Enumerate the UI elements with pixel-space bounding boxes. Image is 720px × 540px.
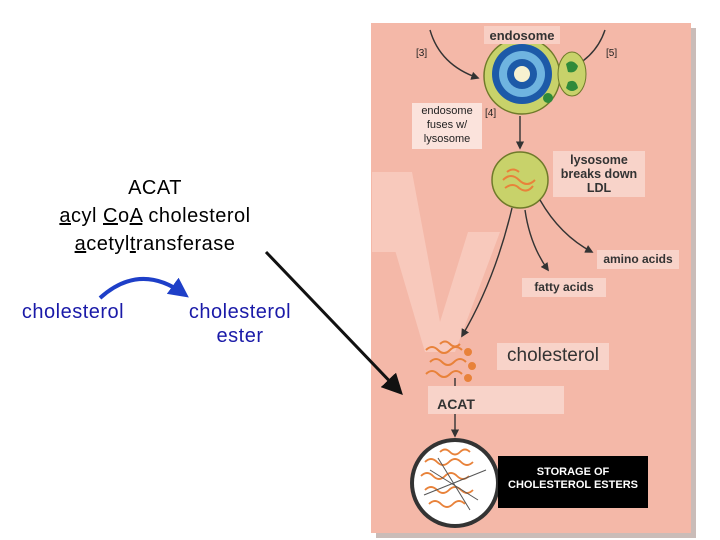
storage-label: STORAGE OF CHOLESTEROL ESTERS <box>498 466 648 492</box>
storage-droplet <box>410 438 500 528</box>
substrate-cholesterol: cholesterol <box>21 301 125 323</box>
acat-line1-part: a <box>59 205 71 227</box>
arrow-step3 <box>429 29 480 80</box>
storage-label-box <box>498 456 648 508</box>
lysosome-cell <box>491 151 549 209</box>
product-line2: ester <box>216 325 264 347</box>
acat-line1-part: A <box>129 205 143 227</box>
step4-label: [4] <box>485 108 497 119</box>
acat-line2-part: ransferase <box>135 233 236 255</box>
acat-line2-part: cetyl <box>86 233 130 255</box>
fuses-line2: fuses w/ <box>426 119 468 131</box>
lysosome-line3: LDL <box>586 181 612 195</box>
fuses-line1: endosome <box>421 105 473 117</box>
pointer-arrow <box>264 250 403 396</box>
acat-line1-part: cyl <box>71 205 103 227</box>
storage-line2: CHOLESTEROL ESTERS <box>508 479 638 491</box>
fuses-label: endosome fuses w/ lysosome <box>412 104 482 146</box>
acat-fullname-line1: acyl CoA cholesterol <box>20 205 290 227</box>
step3-label: [3] <box>416 48 428 59</box>
product-line1: cholesterol <box>188 301 292 323</box>
endosome-label: endosome <box>489 28 555 43</box>
arrow-to-cholesterol <box>461 207 513 338</box>
lysosome-line1: lysosome <box>570 153 628 167</box>
acat-panel-label: ACAT <box>437 396 475 412</box>
acat-line2-part: t <box>129 233 136 255</box>
acat-fullname-line2: acetyltransferase <box>20 233 290 255</box>
acat-title: ACAT <box>128 177 182 199</box>
arrow-to-fatty-acids <box>524 209 549 272</box>
cholesterol-molecules <box>425 340 476 382</box>
product-cholesterol-ester: cholesterol ester <box>170 300 310 348</box>
arrow-to-amino-acids <box>539 199 594 253</box>
acat-line1-part: cholesterol <box>142 205 251 227</box>
fuses-line3: lysosome <box>423 133 471 145</box>
step5-label: [5] <box>606 48 618 59</box>
storage-line1: STORAGE OF <box>536 466 610 478</box>
amino-acids-label: amino acids <box>603 252 673 266</box>
reaction-arrow <box>98 276 189 300</box>
faint-watermark-bar <box>372 172 412 252</box>
lysosome-label: lysosome breaks down LDL <box>553 153 645 195</box>
endosome-cell <box>483 37 587 115</box>
acat-line1-part: o <box>117 205 130 227</box>
cholesterol-panel-label: cholesterol <box>507 345 599 366</box>
acat-line2-part: a <box>74 233 87 255</box>
lysosome-line2: breaks down <box>560 167 638 181</box>
fatty-acids-label: fatty acids <box>534 280 594 294</box>
acat-line1-part: C <box>103 205 118 227</box>
